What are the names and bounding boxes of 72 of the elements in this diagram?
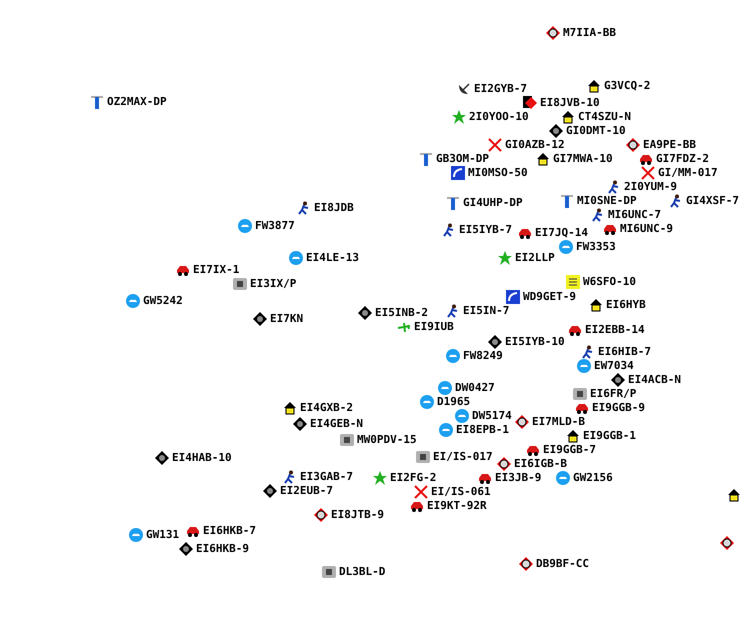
station-callsign: GW131 — [146, 529, 180, 541]
station-callsign: GI7MWA-10 — [553, 153, 613, 165]
station-callsign: D1965 — [437, 396, 470, 408]
station-callsign: EI2GYB-7 — [474, 83, 527, 95]
station-callsign: EI7MLD-B — [532, 416, 585, 428]
station-callsign: MI6UNC-9 — [620, 223, 673, 235]
station-callsign: GI4UHP-DP — [463, 197, 523, 209]
station-callsign: CT4SZU-N — [578, 111, 631, 123]
station-callsign: EI9KT-92R — [427, 500, 487, 512]
station-callsign: EI6FR/P — [590, 388, 636, 400]
station-callsign: EI5IYB-10 — [505, 336, 565, 348]
station-callsign: EI9IUB — [414, 321, 454, 333]
station-callsign: G3VCQ-2 — [604, 80, 650, 92]
station-callsign: GW2156 — [573, 472, 613, 484]
station-callsign: WD9GET-9 — [523, 291, 576, 303]
station-callsign: EI4HAB-10 — [172, 452, 232, 464]
station-callsign: EI5INB-2 — [375, 307, 428, 319]
station-callsign: GI4XSF-7 — [686, 195, 739, 207]
station-callsign: EI7JQ-14 — [535, 227, 588, 239]
station-callsign: EI8JTB-9 — [331, 509, 384, 521]
station-callsign: DW5174 — [472, 410, 512, 422]
station-callsign: W6SFO-10 — [583, 276, 636, 288]
station-callsign: EI6HYB — [606, 299, 646, 311]
station-callsign: GW5242 — [143, 295, 183, 307]
station-callsign: DL3BL-D — [339, 566, 386, 578]
station-callsign: EI6HIB-7 — [598, 346, 651, 358]
station-callsign: GB3OM-DP — [436, 153, 489, 165]
station-callsign: EI7IX-1 — [193, 264, 240, 276]
station-callsign: M7IIA-BB — [563, 27, 616, 39]
station-callsign: FW3353 — [576, 241, 616, 253]
station-callsign: GI0DMT-10 — [566, 125, 626, 137]
station-callsign: 2I0YUM-9 — [624, 181, 677, 193]
station-callsign: EI2LLP — [515, 252, 555, 264]
station-callsign: 2I0YOO-10 — [469, 111, 529, 123]
station-callsign: EI2EBB-14 — [585, 324, 645, 336]
station-callsign: EI8EPB-1 — [456, 424, 509, 436]
station-callsign: EI4GXB-2 — [300, 402, 353, 414]
station-callsign: EI9GGB-1 — [583, 430, 636, 442]
station-callsign: GI/MM-017 — [658, 167, 718, 179]
station-callsign: EI3GAB-7 — [300, 471, 353, 483]
station-callsign: MI0SNE-DP — [577, 195, 637, 207]
station-callsign: DW0427 — [455, 382, 495, 394]
station-callsign: EI8JVB-10 — [540, 97, 600, 109]
station-callsign: MI6UNC-7 — [608, 209, 661, 221]
station-callsign: EI4GEB-N — [310, 418, 363, 430]
station-callsign: EI6HKB-7 — [203, 525, 256, 537]
station-callsign: EA9PE-BB — [643, 139, 696, 151]
station-callsign: EW7034 — [594, 360, 634, 372]
station-callsign: EI8JDB — [314, 202, 354, 214]
station-callsign: EI5IN-7 — [463, 305, 510, 317]
station-callsign: EI6IGB-B — [514, 458, 567, 470]
station-callsign: EI/IS-017 — [433, 451, 493, 463]
station-callsign: EI3JB-9 — [495, 472, 542, 484]
station-callsign: EI5IYB-7 — [459, 224, 512, 236]
station-callsign: EI9GGB-7 — [543, 444, 596, 456]
station-callsign: EI3IX/P — [250, 278, 296, 290]
station-callsign: EI2FG-2 — [390, 472, 436, 484]
station-callsign: EI2EUB-7 — [280, 485, 333, 497]
station-callsign: GI0AZB-12 — [505, 139, 565, 151]
station-callsign: EI4ACB-N — [628, 374, 681, 386]
station-callsign: DB9BF-CC — [536, 558, 589, 570]
station-callsign: OZ2MAX-DP — [107, 96, 167, 108]
station-callsign: EI4LE-13 — [306, 252, 359, 264]
station-callsign: EI7KN — [270, 313, 304, 325]
station-callsign: GI7FDZ-2 — [656, 153, 709, 165]
station-callsign: FW8249 — [463, 350, 503, 362]
station-callsign: FW3877 — [255, 220, 295, 232]
station-callsign: MW0PDV-15 — [357, 434, 417, 446]
station-callsign: MI0MSO-50 — [468, 167, 528, 179]
station-callsign: EI9GGB-9 — [592, 402, 645, 414]
station-callsign: EI/IS-061 — [431, 486, 491, 498]
station-callsign: EI6HKB-9 — [196, 543, 249, 555]
